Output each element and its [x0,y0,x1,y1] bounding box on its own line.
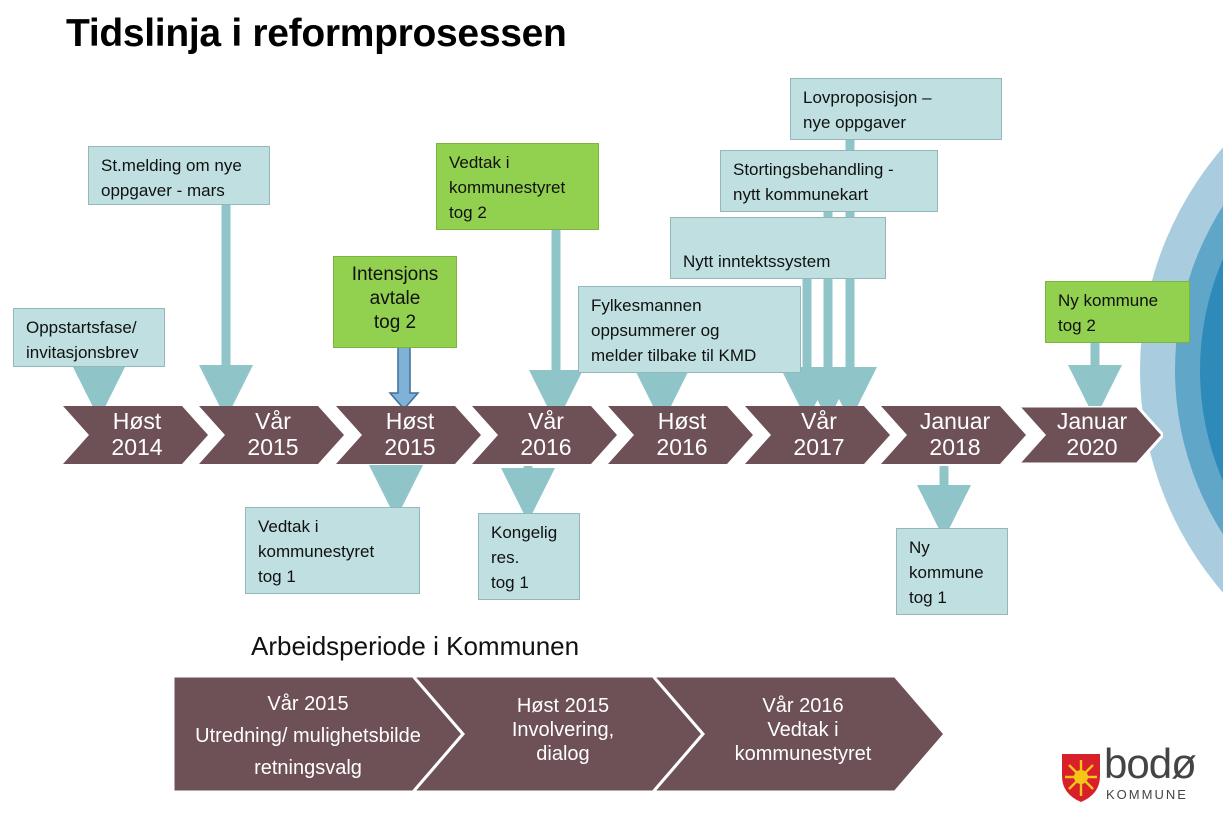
event-stortingsbehandling: Stortingsbehandling - nytt kommunekart [720,150,938,212]
timeline-segment-7: Januar 2018 [881,406,1026,464]
event-intensjon: Intensjons avtale tog 2 [333,256,457,348]
timeline-label: Høst 2016 [656,408,708,460]
timeline-label: Januar 2020 [1056,408,1128,460]
event-lovproposisjon: Lovproposisjon – nye oppgaver [790,78,1002,140]
work-phase-label: Vår 2015 Utredning/ mulighetsbilde retni… [195,693,421,779]
event-kongelig-res: Kongelig res. tog 1 [478,513,580,600]
event-ny-kommune-tog1: Ny kommune tog 1 [896,528,1008,615]
timeline-segment-8: Januar 2020 [1018,406,1163,464]
timeline-label: Vår 2017 [793,408,845,460]
timeline-label: Høst 2015 [384,408,436,460]
timeline-label: Vår 2015 [247,408,299,460]
event-fylkesmannen: Fylkesmannen oppsummerer og melder tilba… [578,286,801,373]
bodo-logo: bodø KOMMUNE [1060,740,1200,807]
logo-subtitle: KOMMUNE [1106,787,1188,802]
work-phase-3: Vår 2016 Vedtak i kommunestyret [653,676,945,792]
page-title: Tidslinja i reformprosessen [66,12,567,55]
timeline-label: Vår 2016 [520,408,572,460]
work-phase-2: Høst 2015 Involvering, dialog [413,676,703,792]
timeline-segment-5: Høst 2016 [608,406,753,464]
event-inntektssystem: Nytt inntektssystem [670,217,886,279]
event-vedtak-tog1: Vedtak i kommunestyret tog 1 [245,507,420,594]
logo-name: bodø [1104,740,1197,787]
event-oppstart: Oppstartsfase/ invitasjonsbrev [13,308,165,367]
work-phase-label: Høst 2015 Involvering, dialog [511,695,615,765]
work-phase-label: Vår 2016 Vedtak i kommunestyret [734,695,872,765]
event-stmelding: St.melding om nye oppgaver - mars [88,146,270,205]
bodo-shield-sun-icon [1062,754,1100,802]
event-ny-kommune-tog2: Ny kommune tog 2 [1045,281,1190,343]
timeline-segment-1: Høst 2014 [63,406,208,464]
timeline-label: Januar 2018 [919,408,991,460]
work-period-title: Arbeidsperiode i Kommunen [251,631,580,661]
timeline-label: Høst 2014 [111,408,163,460]
timeline-segment-2: Vår 2015 [199,406,344,464]
timeline-segment-6: Vår 2017 [745,406,890,464]
event-vedtak-tog2: Vedtak i kommunestyret tog 2 [436,143,599,230]
timeline-segment-3: Høst 2015 [336,406,481,464]
timeline-segment-4: Vår 2016 [472,406,617,464]
